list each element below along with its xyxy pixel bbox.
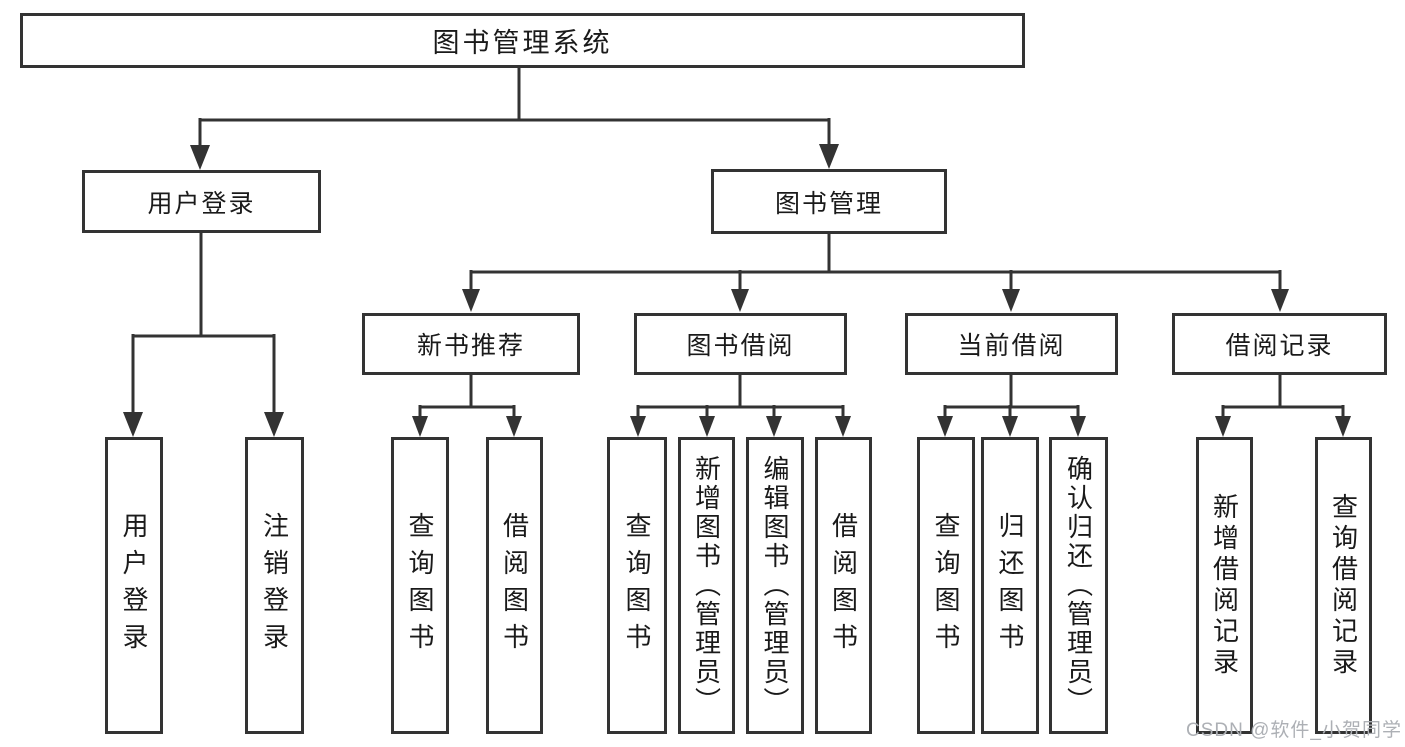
node-label: 当前借阅 [957, 332, 1066, 360]
arrowhead [630, 416, 646, 437]
node-borrow-books-borrowing: 借阅图书 [815, 437, 872, 734]
node-add-borrowing-record: 新增借阅记录 [1196, 437, 1253, 734]
node-borrowing-records: 借阅记录 [1172, 313, 1387, 375]
node-label: 归还图书 [995, 511, 1025, 660]
node-query-books-current: 查询图书 [917, 437, 975, 734]
node-label: 新书推荐 [416, 332, 525, 360]
node-label: 查询图书 [622, 511, 652, 660]
node-confirm-return-admin: 确认归还（管理员） [1049, 437, 1108, 734]
node-label: 用户登录 [147, 189, 256, 218]
node-query-borrowing-record: 查询借阅记录 [1315, 437, 1372, 734]
node-label: 借阅记录 [1225, 332, 1334, 360]
node-label: 注销登录 [259, 511, 290, 660]
node-add-books-admin: 新增图书（管理员） [678, 437, 735, 734]
node-user-login-leaf: 用户登录 [105, 437, 163, 734]
node-label: 查询借阅记录 [1328, 492, 1359, 679]
node-user-login: 用户登录 [82, 170, 321, 233]
node-borrow-books-newbook: 借阅图书 [486, 437, 543, 734]
arrowhead [264, 412, 284, 437]
arrowhead [462, 289, 480, 312]
node-label: 编辑图书（管理员） [760, 455, 790, 716]
node-label: 图书管理 [774, 189, 883, 218]
node-label: 图书管理系统 [432, 28, 613, 58]
csdn-watermark: CSDN @软件_小贺同学 [1186, 720, 1402, 741]
arrowhead [1070, 416, 1086, 437]
node-library-management-system: 图书管理系统 [20, 13, 1025, 68]
arrowhead [835, 416, 851, 437]
node-label: 新增图书（管理员） [691, 455, 722, 716]
node-current-borrowing: 当前借阅 [905, 313, 1118, 375]
arrowhead [190, 145, 210, 170]
connector-current-borrowing-branch [937, 375, 1086, 437]
connector-new-book-branch [412, 375, 522, 437]
connector-borrowing-records-branch [1215, 375, 1351, 437]
connector-root-to-level2 [190, 67, 839, 170]
arrowhead [731, 289, 749, 312]
node-return-books: 归还图书 [981, 437, 1039, 734]
node-book-borrowing: 图书借阅 [634, 313, 847, 375]
node-label: 图书借阅 [686, 332, 795, 360]
connector-book-borrowing-branch [630, 375, 851, 437]
arrowhead [699, 416, 715, 437]
arrowhead [1335, 416, 1351, 437]
connector-book-management-branch [462, 234, 1289, 312]
arrowhead [506, 416, 522, 437]
arrowhead [1271, 289, 1289, 312]
node-label: 确认归还（管理员） [1063, 455, 1094, 716]
arrowhead [1002, 289, 1020, 312]
arrowhead [766, 416, 782, 437]
connector-user-login-branch [123, 233, 284, 437]
node-label: 用户登录 [119, 511, 149, 660]
node-label: 新增借阅记录 [1209, 492, 1240, 679]
arrowhead [937, 416, 953, 437]
node-book-management: 图书管理 [711, 169, 947, 234]
arrowhead [412, 416, 428, 437]
arrowhead [819, 144, 839, 169]
node-label: 借阅图书 [828, 511, 859, 660]
arrowhead [1002, 416, 1018, 437]
node-query-books-newbook: 查询图书 [391, 437, 449, 734]
node-logout-leaf: 注销登录 [245, 437, 304, 734]
node-label: 查询图书 [931, 511, 961, 660]
node-label: 借阅图书 [499, 511, 530, 660]
node-new-book-recommendation: 新书推荐 [362, 313, 580, 375]
arrowhead [123, 412, 143, 437]
node-query-books-borrowing: 查询图书 [607, 437, 667, 734]
node-edit-books-admin: 编辑图书（管理员） [746, 437, 804, 734]
node-label: 查询图书 [405, 511, 435, 660]
arrowhead [1215, 416, 1231, 437]
